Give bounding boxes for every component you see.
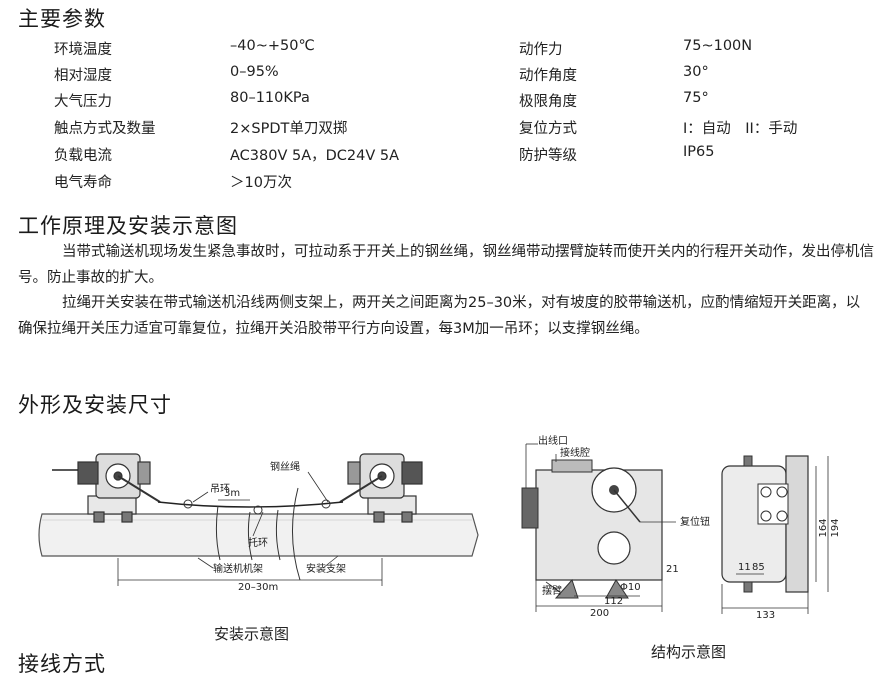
param-label: 动作力 — [519, 42, 563, 58]
label-dim-11: 11 — [738, 562, 751, 573]
principle-text-1: 当带式输送机现场发生紧急事故时，可拉动系于开关上的钢丝绳，钢丝绳带动摆臂旋转而使… — [18, 244, 874, 286]
param-label: 电气寿命 — [54, 175, 112, 191]
param-value: 80–110KPa — [230, 90, 310, 106]
install-caption: 安装示意图 — [214, 625, 290, 643]
param-value: –40~+50℃ — [230, 38, 315, 54]
param-label: 大气压力 — [54, 94, 112, 110]
label-outlet: 出线口 — [538, 434, 568, 447]
label-dim-194: 194 — [830, 518, 838, 537]
label-dim-21: 21 — [666, 564, 679, 575]
structure-diagram: 出线口 接线腔 复位钮 摆臂 Φ10 112 200 21 11 85 133 … — [521, 434, 838, 618]
principle-paragraph-2: 拉绳开关安装在带式输送机沿线两侧支架上，两开关之间距离为25–30米，对有坡度的… — [18, 291, 874, 342]
wiring-title: 接线方式 — [18, 652, 106, 676]
label-dim-200: 200 — [590, 608, 609, 618]
right-switch — [339, 453, 423, 523]
label-dim-133: 133 — [756, 610, 775, 618]
label-ring: 托环 — [248, 536, 268, 549]
label-dim-85: 85 — [752, 562, 765, 573]
param-value: 75° — [683, 90, 709, 106]
param-value: 30° — [683, 64, 709, 80]
param-label: 环境温度 — [54, 42, 112, 58]
param-label: 极限角度 — [519, 94, 577, 110]
install-diagram: 吊环 3m 钢丝绳 托环 输送机机架 安装支架 20–30m — [38, 453, 479, 593]
principle-text-2: 拉绳开关安装在带式输送机沿线两侧支架上，两开关之间距离为25–30米，对有坡度的… — [18, 295, 861, 337]
label-swing-arm: 摆臂 — [542, 584, 562, 597]
principle-paragraph-1: 当带式输送机现场发生紧急事故时，可拉动系于开关上的钢丝绳，钢丝绳带动摆臂旋转而使… — [18, 240, 874, 291]
label-junction: 接线腔 — [560, 446, 590, 459]
param-label: 防护等级 — [519, 148, 577, 164]
label-frame: 输送机机架 — [213, 562, 263, 575]
param-value: 75~100N — [683, 38, 753, 54]
label-spacing: 3m — [224, 488, 240, 499]
label-reset-knob: 复位钮 — [680, 515, 710, 528]
param-value: 0–95% — [230, 64, 279, 80]
label-dim-112: 112 — [604, 596, 623, 607]
param-value: 2×SPDT单刀双掷 — [230, 121, 348, 137]
label-distance: 20–30m — [238, 582, 278, 593]
param-value: I：自动 II：手动 — [683, 121, 798, 137]
label-wire-rope: 钢丝绳 — [270, 460, 300, 473]
param-label: 复位方式 — [519, 121, 577, 137]
principle-title: 工作原理及安装示意图 — [18, 214, 238, 238]
param-label: 负载电流 — [54, 148, 112, 164]
left-switch — [77, 453, 161, 523]
label-hook: 吊环 — [210, 483, 230, 495]
param-label: 触点方式及数量 — [54, 121, 156, 137]
params-title: 主要参数 — [18, 7, 106, 31]
structure-caption: 结构示意图 — [651, 643, 727, 661]
param-value: AC380V 5A，DC24V 5A — [230, 148, 400, 164]
param-label: 动作角度 — [519, 68, 577, 84]
label-phi10: Φ10 — [620, 582, 641, 593]
param-value: ＞10万次 — [230, 175, 292, 191]
label-bracket: 安装支架 — [306, 562, 346, 575]
dimensions-title: 外形及安装尺寸 — [18, 393, 172, 417]
param-value: IP65 — [683, 144, 715, 160]
label-dim-164: 164 — [818, 518, 829, 537]
param-label: 相对湿度 — [54, 68, 112, 84]
